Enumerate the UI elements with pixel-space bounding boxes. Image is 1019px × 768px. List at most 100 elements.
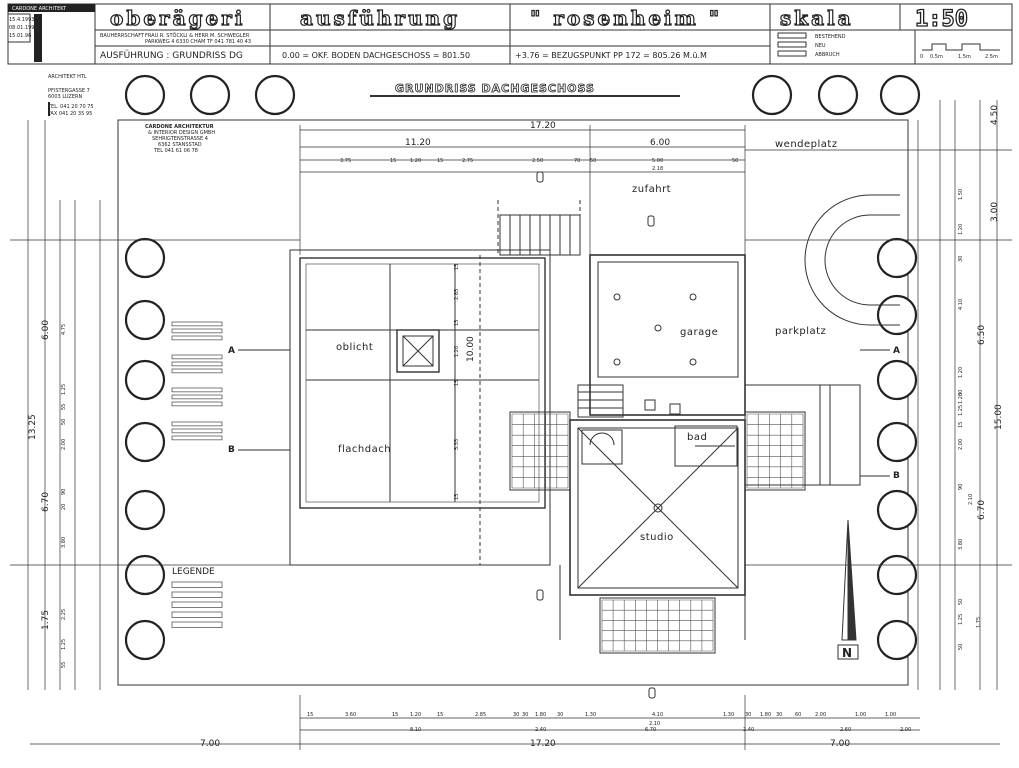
building-outline [289,194,900,654]
dim-bottom-row3: 17.20 [530,739,556,749]
reference-level: +3.76 = BEZUGSPUNKT PP 172 = 805.26 M.ü.… [515,51,707,60]
north-arrow: N [837,519,859,660]
title-block: oberägeri ausführung " rosenheim " skala… [7,3,1013,65]
terrace-tiles [511,413,804,652]
legend-title: LEGENDE [172,567,215,577]
dim-right-inner: 1.20 [958,367,964,378]
grid-circle [879,74,921,116]
dim-plan-part: 15 [454,380,460,386]
grid-circle [751,74,793,116]
dim-bottom-seg: 30 [513,712,519,718]
dim-plan-part: 5.35 [454,439,460,450]
dim-bottom-seg: 2.85 [475,712,486,718]
firm-line: & INTERIOR DESIGN GMBH [148,130,215,136]
legend-new: NEU [815,43,826,49]
room-labels: oblicht flachdach garage bad studio zufa… [336,139,837,543]
dim-right-outer: 6.70 [977,500,987,520]
dim-right-outer: 15.00 [994,404,1004,430]
car-icon [647,215,655,227]
car-icon [648,687,656,699]
section-marks: A B A B [228,346,900,481]
grid-circle [876,237,918,279]
level-zero: 0.00 = OKF. BODEN DACHGESCHOSS = 801.50 [282,51,470,60]
dim-top-seg: 2.50 [532,158,543,164]
project-title: oberägeri [110,6,245,30]
dim-right-inner: 1.75 [976,617,982,628]
scale-value: 1:50 [915,7,968,32]
architect-title: ARCHITEKT HTL [48,74,87,80]
grid-circle [876,554,918,596]
dim-top-seg: 3.75 [340,158,351,164]
scale-bar: 0 0.5m 1.5m 2.5m [920,43,1000,60]
architect-street: PFISTERGASSE 7 [48,88,90,94]
dim-left-outer: 6.70 [41,492,51,512]
phase-title: ausführung [300,6,460,30]
scale-bar-tick: 2.5m [985,54,998,60]
dim-left-inner: 55 [61,662,67,668]
legend-demolish-swatch [777,50,807,57]
room-bad: bad [687,432,707,443]
dim-right-outer: 6.50 [977,325,987,345]
architect-tel: TEL. 041 20 70 75 [47,104,94,110]
dim-bottom-seg: 15 [392,712,398,718]
dim-right-inner: 2.10 [968,494,974,505]
dimension-texts-right: 4.503.006.5015.006.701.501.20304.101.203… [958,105,1004,650]
dim-right-inner: 50 [958,599,964,605]
car-icon [536,171,544,183]
dim-bottom-seg: 30 [776,712,782,718]
legend-existing-swatch [777,32,807,39]
grid-circle [254,74,296,116]
scale-label: skala [780,6,854,30]
firm-line: TEL 041 61 06 78 [153,148,198,154]
dim-top-seg: 15 [390,158,396,164]
room-garage: garage [680,327,718,338]
dim-left-inner: 4.75 [61,324,67,335]
dim-right-inner: 1.20 [958,224,964,235]
grid-circle [876,489,918,531]
date-1: 15.4.1993 [9,17,34,23]
grid-circle [189,74,231,116]
dim-bottom-seg: 1.00 [855,712,866,718]
room-studio: studio [640,532,674,543]
dim-top-seg: 15 [437,158,443,164]
owner-line2: PARKWEG 4 6330 CHAM TF 041 781 40 43 [145,39,251,45]
dim-bottom-seg: 1.30 [585,712,596,718]
dim-bottom-row2: 6.70 [645,727,656,733]
dim-left-inner: 2.00 [61,439,67,450]
dim-right-inner: 3.80 [958,539,964,550]
dim-bottom-row2: 2.60 [840,727,851,733]
grid-axis-markers [124,74,921,661]
section-mark-a-right: A [893,346,900,356]
dim-left-inner: 50 [61,419,67,425]
terrace-right [744,411,806,491]
legend-demolish: ABBRUCH [815,52,840,58]
dim-bottom-seg: 30 [745,712,751,718]
dim-left-outer: 13.25 [28,414,38,440]
dim-right-inner: 30 [958,256,964,262]
studio-wall [569,419,746,596]
scale-bar-tick: 0.5m [930,54,943,60]
scale-bar-tick: 1.5m [958,54,971,60]
dim-bottom-seg: 2.00 [815,712,826,718]
dim-left-inner: 2.25 [61,609,67,620]
dim-plan-part: 15 [454,494,460,500]
area-parkplatz: parkplatz [775,326,826,337]
architect-fax: FAX 041 20 35 95 [48,111,92,117]
dim-bottom-row3: 7.00 [830,739,850,749]
grid-circle [124,359,166,401]
car-icons [536,171,656,699]
firm-stamp: CARDONE ARCHITEKTUR & INTERIOR DESIGN GM… [145,124,215,154]
dim-bottom-row3: 7.00 [200,739,220,749]
firm-line: CARDONE ARCHITEKTUR [145,124,214,130]
dim-bottom-seg: 60 [795,712,801,718]
dim-top-seg: 70 [574,158,580,164]
date-2: 08.01.1996 [9,25,38,31]
dim-right-inner: 1.25 [958,405,964,416]
grid-circle [876,359,918,401]
architect-city: 6003 LUZERN [48,94,82,100]
section-mark-a-left: A [228,346,235,356]
grid-circle [817,74,859,116]
grid-circle [876,619,918,661]
entry-steps [599,597,716,654]
